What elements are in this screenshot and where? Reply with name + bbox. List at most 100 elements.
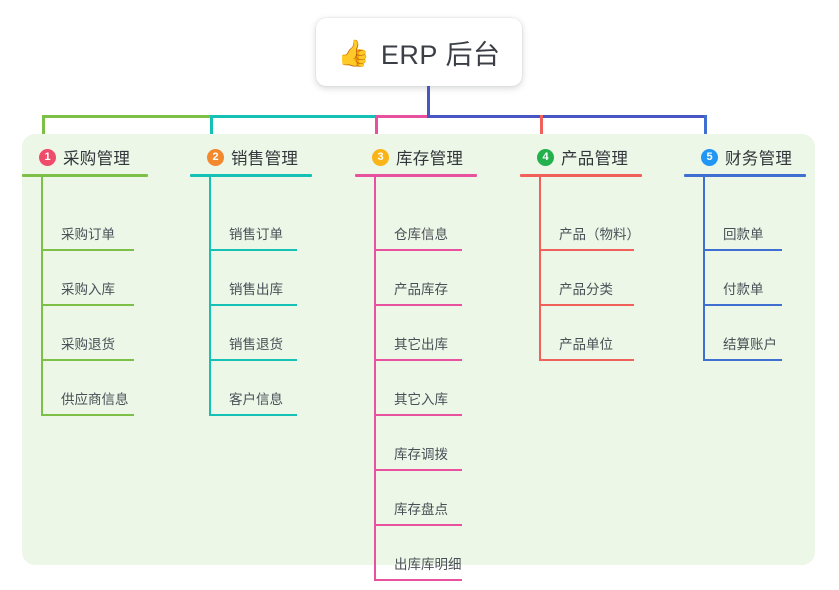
menu-item-rule (41, 249, 134, 251)
module-number-badge: 1 (39, 148, 56, 166)
menu-item[interactable]: 回款单 (703, 205, 782, 251)
module-title: 销售管理 (231, 150, 299, 168)
menu-item-label: 产品分类 (559, 282, 613, 297)
menu-item-rule (374, 304, 462, 306)
menu-item[interactable]: 采购入库 (41, 260, 134, 306)
menu-item-label: 库存调拨 (394, 447, 448, 462)
module-title: 采购管理 (63, 150, 131, 168)
module-spine (703, 177, 705, 361)
menu-item[interactable]: 产品单位 (539, 315, 634, 361)
module-number-badge: 4 (537, 148, 554, 166)
menu-item[interactable]: 客户信息 (209, 370, 297, 416)
menu-item-rule (374, 579, 462, 581)
menu-item-label: 采购订单 (61, 227, 115, 242)
module-spine (374, 177, 376, 581)
menu-item-label: 供应商信息 (61, 392, 129, 407)
root-node-title: ERP 后台 (380, 39, 501, 70)
module-number-badge: 2 (207, 148, 224, 166)
menu-item[interactable]: 其它出库 (374, 315, 462, 361)
trunk-segment-root (427, 115, 707, 118)
menu-item[interactable]: 销售订单 (209, 205, 297, 251)
menu-item-rule (703, 249, 782, 251)
menu-item-rule (209, 249, 297, 251)
menu-item-rule (374, 524, 462, 526)
root-stem-connector (427, 86, 430, 116)
thumbs-up-icon: 👍 (337, 38, 370, 68)
menu-item[interactable]: 仓库信息 (374, 205, 462, 251)
menu-item-label: 付款单 (723, 282, 764, 297)
module-spine (41, 177, 43, 416)
menu-item[interactable]: 产品（物料） (539, 205, 640, 251)
menu-item-label: 销售退货 (229, 337, 283, 352)
menu-item-label: 客户信息 (229, 392, 283, 407)
menu-item-label: 库存盘点 (394, 502, 448, 517)
menu-item-rule (539, 249, 634, 251)
modules-panel (22, 134, 815, 565)
branch-drop-3 (375, 115, 378, 152)
menu-item-rule (374, 359, 462, 361)
menu-item-rule (703, 304, 782, 306)
menu-item-rule (209, 304, 297, 306)
module-column-5: 5 财务管理回款单付款单结算账户 (684, 145, 830, 370)
module-column-2: 2 销售管理销售订单销售出库销售退货客户信息 (190, 145, 342, 425)
menu-item-label: 采购入库 (61, 282, 115, 297)
module-spine (539, 177, 541, 361)
menu-item-label: 销售出库 (229, 282, 283, 297)
menu-item-rule (374, 469, 462, 471)
menu-item[interactable]: 库存盘点 (374, 480, 462, 526)
module-header-rule (684, 174, 806, 177)
menu-item-label: 回款单 (723, 227, 764, 242)
menu-item[interactable]: 库存调拨 (374, 425, 462, 471)
root-node-card[interactable]: 👍 ERP 后台 (316, 18, 522, 86)
menu-item[interactable]: 供应商信息 (41, 370, 134, 416)
menu-item-rule (209, 359, 297, 361)
module-number-badge: 3 (372, 148, 389, 166)
menu-item-label: 其它入库 (394, 392, 448, 407)
branch-drop-4 (540, 115, 543, 152)
menu-item[interactable]: 结算账户 (703, 315, 782, 361)
menu-item-rule (41, 304, 134, 306)
menu-item[interactable]: 出库库明细 (374, 535, 462, 581)
menu-item[interactable]: 采购订单 (41, 205, 134, 251)
module-title: 财务管理 (725, 150, 793, 168)
module-header-5[interactable]: 5 财务管理 (684, 145, 830, 169)
menu-item[interactable]: 销售退货 (209, 315, 297, 361)
menu-item[interactable]: 产品库存 (374, 260, 462, 306)
module-column-4: 4 产品管理产品（物料） 产品分类产品单位 (520, 145, 670, 370)
menu-item-rule (539, 304, 634, 306)
module-header-1[interactable]: 1 采购管理 (22, 145, 174, 169)
module-header-3[interactable]: 3 库存管理 (355, 145, 507, 169)
module-header-rule (190, 174, 312, 177)
menu-item[interactable]: 其它入库 (374, 370, 462, 416)
menu-item-label: 采购退货 (61, 337, 115, 352)
module-title: 产品管理 (561, 150, 629, 168)
module-spine (209, 177, 211, 416)
menu-item[interactable]: 销售出库 (209, 260, 297, 306)
menu-item[interactable]: 付款单 (703, 260, 782, 306)
menu-item-rule (703, 359, 782, 361)
module-header-2[interactable]: 2 销售管理 (190, 145, 342, 169)
menu-item-rule (41, 414, 134, 416)
module-header-rule (355, 174, 477, 177)
module-header-4[interactable]: 4 产品管理 (520, 145, 670, 169)
module-title: 库存管理 (396, 150, 464, 168)
menu-item-rule (41, 359, 134, 361)
branch-drop-1 (42, 115, 45, 152)
menu-item[interactable]: 产品分类 (539, 260, 634, 306)
module-number-badge: 5 (701, 148, 718, 166)
branch-drop-2 (210, 115, 213, 152)
branch-drop-5 (704, 115, 707, 152)
menu-item-rule (374, 414, 462, 416)
menu-item-label: 产品单位 (559, 337, 613, 352)
module-header-rule (520, 174, 642, 177)
menu-item-label: 其它出库 (394, 337, 448, 352)
module-header-rule (22, 174, 148, 177)
menu-item-rule (539, 359, 634, 361)
menu-item-rule (374, 249, 462, 251)
menu-item-label: 销售订单 (229, 227, 283, 242)
menu-item-rule (209, 414, 297, 416)
menu-item[interactable]: 采购退货 (41, 315, 134, 361)
trunk-segment-1 (42, 115, 210, 118)
menu-item-label: 结算账户 (723, 337, 777, 352)
